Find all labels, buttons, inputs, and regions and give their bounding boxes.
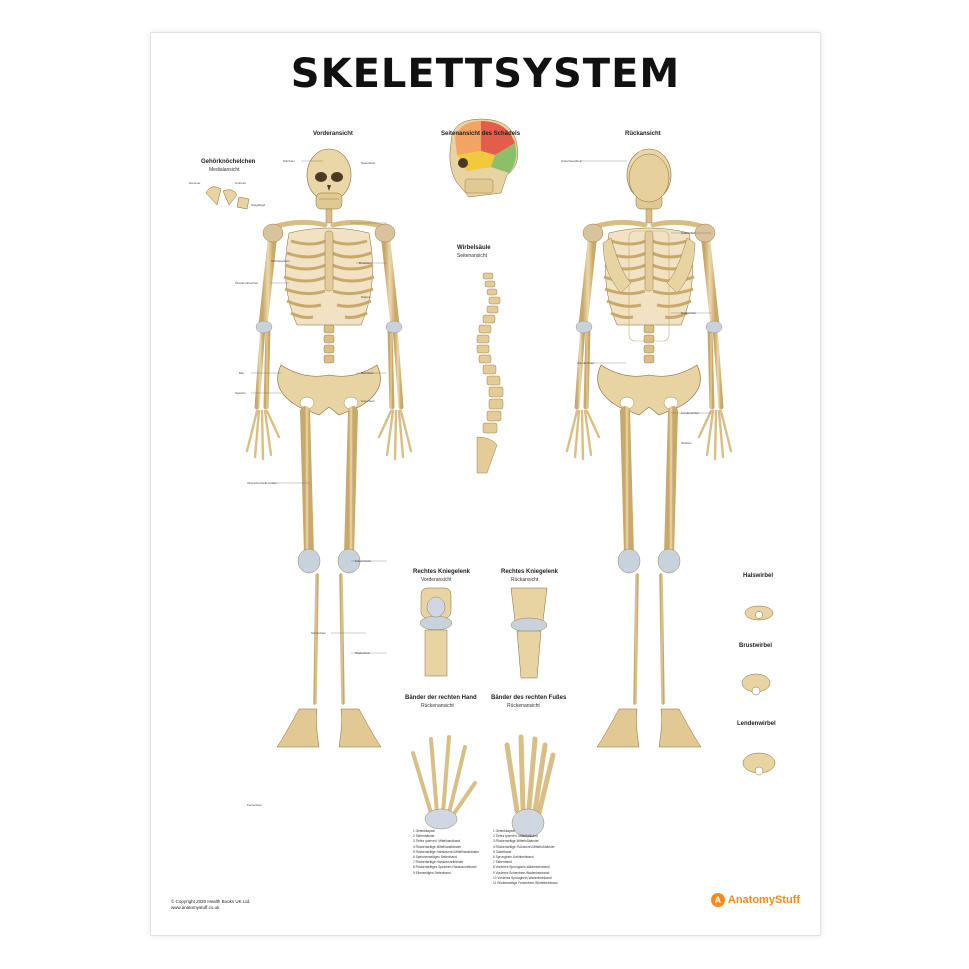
brustwirbel-title: Brustwirbel	[739, 643, 773, 649]
ossicles-illustration	[205, 186, 250, 210]
foot-legend-item: 4 Rückenseitige Fußwurzel-Mittelfußbände…	[493, 844, 555, 849]
label-amboss: Amboss	[235, 181, 246, 185]
label-stirnbein: Stirnbein	[283, 159, 295, 163]
foot-legend-item: 11 Rückenseitige Fersenbein-Würfelbeinba…	[493, 881, 558, 886]
hand-legend-item: 9 Ellenseitiges Seitenband	[413, 870, 451, 875]
knee-front-illustration	[419, 587, 453, 677]
logo-badge-icon: A	[710, 893, 725, 907]
label-oberarmknochen: Oberarmknochen	[235, 281, 259, 285]
hand-legend-item: 6 Speichenseitiges Seitenband	[413, 855, 457, 860]
label-darmbein: Darmbein	[361, 371, 375, 375]
hand-legend-item: 2 Seitenbänder	[413, 834, 435, 839]
label-rippen: Rippen	[361, 295, 371, 299]
hand-legend-item: 4 Rückenseitige Mittelhandbänder	[413, 844, 462, 849]
foot-subtitle: Rückenansicht	[507, 703, 540, 709]
hand-title: Bänder der rechten Hand	[405, 695, 477, 701]
back-view-title: Rückansicht	[625, 131, 661, 137]
hand-ligament-illustration	[411, 735, 477, 817]
copyright-text: © Copyright 2020 Health Books UK Ltd. ww…	[171, 899, 250, 911]
label-hinterhauptbein: Hinterhauptbein	[561, 159, 583, 163]
label-fersenbein: Fersenbein	[247, 803, 263, 807]
knee-back-subtitle: Rückansicht	[511, 577, 539, 583]
halswirbel-title: Halswirbel	[743, 573, 774, 579]
hand-legend-item: 5 Rückenseitige Handwurzel-Mittelhandbän…	[413, 849, 480, 854]
label-nasenbein: Nasenbein	[361, 161, 376, 165]
label-sitzbein: Sitzbein	[681, 441, 692, 445]
front-view-title: Vorderansicht	[313, 131, 353, 137]
website-line: www.anatomystuff.co.uk	[171, 905, 220, 910]
label-schluesselbein: Schlüsselbein	[271, 259, 290, 263]
label-kreuzbein: Kreuzbein	[361, 399, 375, 403]
label-elle: Elle	[239, 371, 245, 375]
knee-front-title: Rechtes Kniegelenk	[413, 569, 471, 575]
anatomy-poster: SKELETTSYSTEM	[150, 32, 821, 936]
hand-subtitle: Rückenansicht	[421, 703, 454, 709]
foot-legend-item: 9 Vorderes Schienbein-Wadenbeinband	[493, 870, 550, 875]
copyright-line: © Copyright 2020 Health Books UK Ltd.	[171, 899, 251, 904]
foot-title: Bänder des rechten Fußes	[491, 695, 567, 701]
skull-side-title: Seitenansicht des Schädels	[441, 131, 521, 137]
foot-ligament-illustration	[504, 734, 556, 816]
hand-legend-item: 3 Tiefes querverl. Mittelhandband	[413, 839, 461, 844]
lendenwirbel-title: Lendenwirbel	[737, 721, 776, 727]
foot-legend-item: 3 Rückenseitige Mittelfußbänder	[493, 839, 539, 844]
label-schienbein: Schienbein	[311, 631, 326, 635]
page-title: SKELETTSYSTEM	[290, 51, 681, 97]
knee-back-illustration	[510, 587, 548, 679]
knee-front-subtitle: Vorderansicht	[421, 577, 452, 583]
label-steigbuegel: Steigbügel	[251, 203, 266, 207]
logo-text: AnatomyStuff	[727, 894, 800, 906]
label-speiche: Speiche	[235, 391, 246, 395]
label-brustwirbel: Brustwirbel	[681, 311, 696, 315]
hand-legend-item: 1 Gelenkkapsel	[413, 829, 435, 833]
spine-subtitle: Seitenansicht	[457, 253, 488, 259]
label-brustbein: Brustbein	[359, 261, 372, 265]
foot-legend-item: 2 Tiefes querverl. Mittelfußband	[493, 834, 538, 839]
foot-legend-item: 6 Sprungbein-Kahnbeinband	[493, 855, 534, 860]
foot-legend-item: 10 Vorderes Sprungbein-Wadenbeinband	[493, 875, 552, 880]
label-oberschenkelknochen: Oberschenkelknochen	[247, 481, 277, 485]
foot-legend-item: 1 Gelenkkapsel	[493, 829, 515, 833]
poster-artwork	[205, 118, 776, 838]
ossicles-subtitle: Medialansicht	[209, 167, 240, 173]
ossicles-title: Gehörknöchelchen	[201, 159, 256, 165]
label-hammer: Hammer	[189, 181, 201, 185]
foot-legend: 1 Gelenkkapsel 2 Tiefes querverl. Mittel…	[493, 829, 557, 886]
foot-legend-item: 8 Vorderes Sprungbein-Wadenbeinband	[493, 865, 550, 870]
label-schulterblatt: Schulterblatt	[577, 361, 594, 365]
hand-legend-item: 7 Rückenseitige Handwurzelbänder	[413, 860, 464, 865]
hand-legend-item: 8 Rückenseitiges Speichen-Handwurzelband	[413, 865, 477, 870]
label-halswirbel: Halswirbel	[681, 231, 695, 235]
label-kniescheibe: Kniescheibe	[355, 559, 372, 563]
anatomystuff-logo: A AnatomyStuff	[710, 893, 800, 907]
foot-legend-item: 7 Seitenband	[493, 860, 512, 865]
knee-back-title: Rechtes Kniegelenk	[501, 569, 559, 575]
skull-lateral-illustration	[449, 118, 519, 198]
label-lendenwirbel: Lendenwirbel	[681, 411, 699, 415]
hand-legend: 1 Gelenkkapsel 2 Seitenbänder 3 Tiefes q…	[413, 829, 479, 876]
vertebrae-illustrations	[741, 605, 776, 776]
label-wadenbein: Wadenbein	[355, 651, 371, 655]
spine-lateral-illustration	[476, 272, 504, 474]
foot-legend-item: 5 Gabelband	[493, 849, 512, 854]
spine-title: Wirbelsäule	[457, 245, 491, 251]
